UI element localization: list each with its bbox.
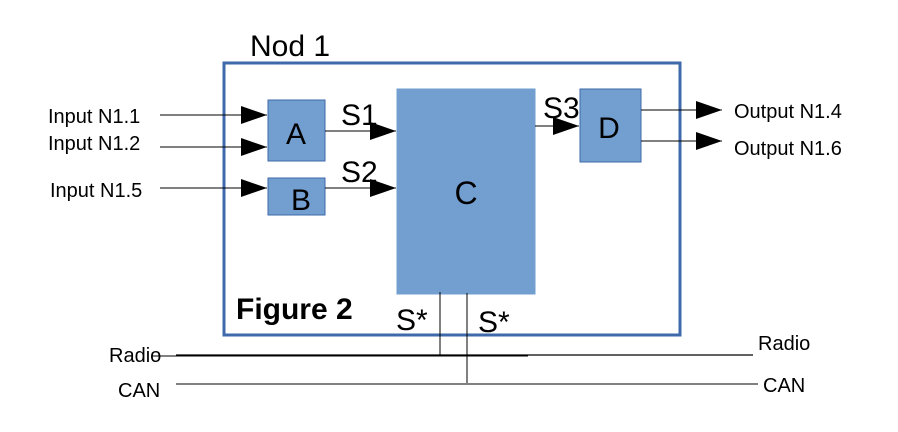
block-b	[267, 177, 326, 216]
input-label-3: Input N1.5	[50, 180, 142, 202]
node-title: Nod 1	[250, 30, 330, 63]
radio-label-left: Radio	[109, 345, 161, 367]
input-label-1: Input N1.1	[48, 106, 140, 128]
can-label-left: CAN	[118, 380, 160, 402]
output-label-2: Output N1.6	[734, 138, 842, 160]
signal-s-star-1-label: S*	[396, 304, 428, 337]
node-frame	[222, 61, 682, 337]
signal-s1-label: S1	[341, 99, 378, 132]
block-b-label: B	[291, 184, 311, 217]
signal-s2-label: S2	[341, 156, 378, 189]
output-label-1: Output N1.4	[734, 101, 842, 123]
block-c-label: C	[454, 175, 477, 211]
block-a	[267, 99, 326, 162]
radio-label-right: Radio	[758, 333, 810, 355]
block-d	[579, 88, 642, 163]
signal-s3-label: S3	[543, 92, 580, 125]
block-d-label: D	[598, 112, 620, 145]
figure-label: Figure 2	[236, 293, 353, 326]
input-label-2: Input N1.2	[48, 133, 140, 155]
signal-s-star-2-label: S*	[478, 306, 510, 339]
block-c	[396, 88, 536, 295]
can-label-right: CAN	[763, 375, 805, 397]
block-a-label: A	[286, 118, 306, 151]
